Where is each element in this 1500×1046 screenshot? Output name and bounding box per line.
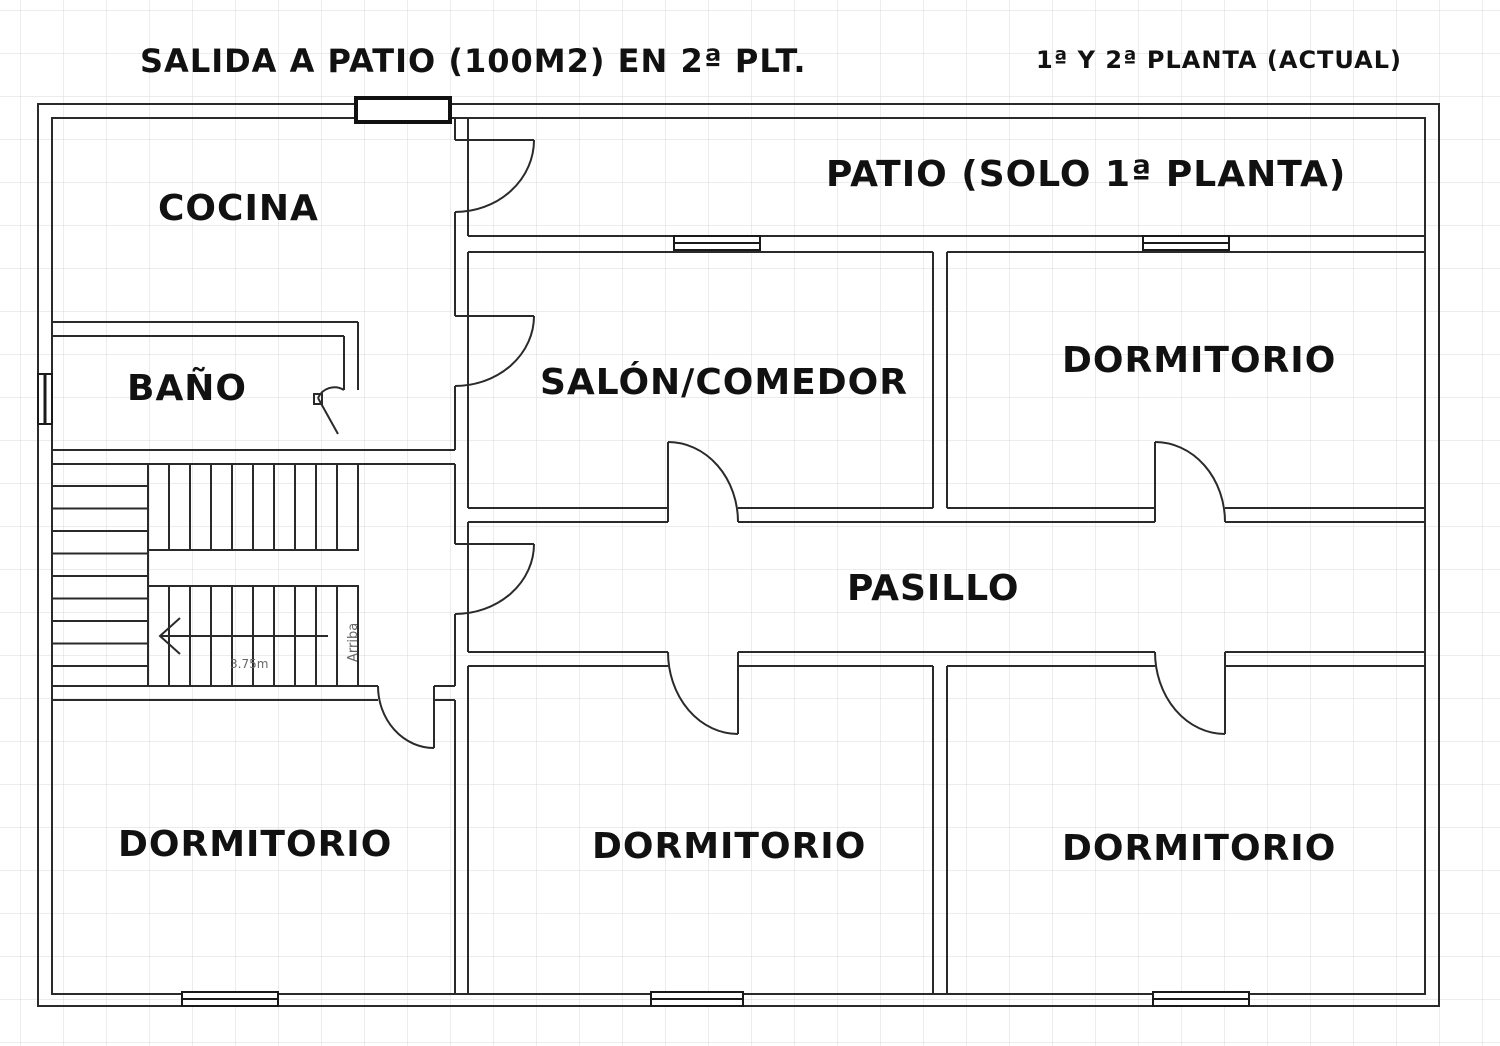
room-label-patio: PATIO (SOLO 1ª PLANTA) [826, 154, 1346, 195]
room-label-dorm-top-right: DORMITORIO [1062, 340, 1336, 381]
door-bano [313, 386, 345, 435]
room-label-bano: BAÑO [127, 367, 247, 409]
windows [37, 96, 1250, 1007]
door-dorm-bottom-right [1154, 651, 1226, 735]
room-label-dorm-bottom-mid: DORMITORIO [592, 826, 866, 867]
doors [313, 139, 1226, 749]
staircase: Arriba 3.75m [51, 463, 361, 687]
door-dorm-bottom-left [377, 685, 435, 749]
window-salida-patio [354, 96, 452, 124]
stair-arrow-icon [158, 617, 181, 655]
stair-direction-label: Arriba [346, 623, 361, 662]
stair-length-label: 3.75m [230, 657, 268, 671]
door-cocina-patio [454, 139, 535, 213]
exit-note: SALIDA A PATIO (100M2) EN 2ª PLT. [140, 42, 807, 80]
stair-steps-top [168, 464, 338, 550]
door-salon [454, 315, 535, 387]
plan-title: 1ª Y 2ª PLANTA (ACTUAL) [1036, 46, 1402, 74]
door-dorm-top-right [1154, 441, 1226, 523]
room-label-cocina: COCINA [158, 188, 319, 229]
door-pasillo [454, 543, 535, 615]
room-label-dorm-bottom-left: DORMITORIO [118, 824, 392, 865]
door-salon-pasillo [667, 441, 739, 523]
door-dorm-bottom-mid [667, 651, 739, 735]
room-label-salon: SALÓN/COMEDOR [540, 361, 908, 403]
room-label-dorm-bottom-right: DORMITORIO [1062, 828, 1336, 869]
interior-walls [52, 118, 1425, 994]
room-label-pasillo: PASILLO [847, 568, 1019, 609]
stair-steps-left [52, 485, 148, 667]
